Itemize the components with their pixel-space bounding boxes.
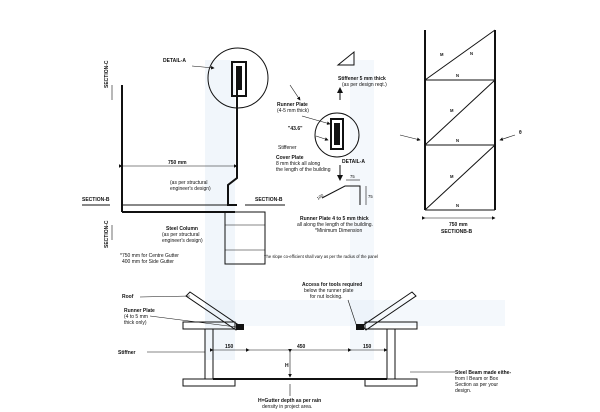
cover-plate-note1: 8 mm thick all along	[276, 161, 320, 167]
access-note-line1: Access for tools required	[302, 282, 362, 288]
steel-column-note2: engineer's design)	[162, 238, 203, 244]
angle-label: "43.6"	[288, 126, 303, 132]
gutter-assembly-view	[139, 291, 455, 396]
steel-column-label: Steel Column	[166, 226, 198, 232]
section-c-top-label: SECTION-C	[104, 60, 110, 88]
truss-section-label: SECTIONB-B	[441, 229, 473, 235]
roof-label: Roof	[122, 294, 134, 300]
runner-plate-bottom-label: Runner Plate	[124, 308, 155, 314]
dimension-150-left: 150	[225, 344, 234, 350]
watermark-bar-left	[205, 60, 235, 360]
truss-label-n2: N	[456, 138, 459, 143]
truss-label-n1: N	[456, 73, 459, 78]
runner-note-line3: *Minimum Dimension	[315, 228, 362, 234]
dimension-150-right: 150	[363, 344, 372, 350]
slope-note: The slope co-efficient shall vary as per…	[264, 254, 378, 259]
truss-label-m2: M	[450, 108, 454, 113]
runner-note-line1: Runner Plate 4 to 5 mm thick	[300, 216, 369, 222]
truss-label-n3: N	[456, 203, 459, 208]
runner-plate-label: Runner Plate	[277, 102, 308, 108]
footnote-centre-gutter: *750 mm for Centre Gutter	[120, 253, 179, 259]
dimension-100: 100	[316, 192, 325, 200]
gutter-depth-note1: H=Gutter depth as per rain	[258, 398, 321, 404]
truss-section-b-b	[399, 29, 516, 220]
gutter-depth-note2: density in project area.	[262, 404, 312, 410]
truss-dimension-750: 750 mm	[449, 222, 468, 228]
theta-label: θ	[519, 130, 522, 136]
cover-plate-label: Cover Plate	[276, 155, 304, 161]
steel-beam-note1: Steel Beam made eithe-	[455, 370, 511, 376]
dimension-450: 450	[297, 344, 306, 350]
stiffener-label: Stiffener	[278, 145, 297, 151]
detail-a-callout: DETAIL-A	[163, 58, 186, 64]
section-b-left-label: SECTION-B	[82, 197, 110, 203]
section-b-right-label: SECTION-B	[255, 197, 283, 203]
gutter-section-view	[82, 47, 285, 265]
dimension-750: 750 mm	[168, 160, 187, 166]
structural-note-line1: (as per structural	[170, 180, 208, 186]
runner-plate-bottom-note1: (4 to 5 mm	[124, 314, 148, 320]
truss-label-m3: M	[450, 174, 454, 179]
detail-a-view	[289, 50, 367, 205]
cover-plate-note2: the length of the building	[276, 167, 331, 173]
stiffener-triangle	[336, 50, 355, 66]
steel-column	[224, 211, 266, 265]
detail-a-enlarged-circle	[314, 112, 360, 158]
runner-plate-bottom-note2: thick only)	[124, 320, 147, 326]
watermark-bar-mid	[350, 60, 374, 360]
detail-a-circle	[207, 47, 269, 109]
detail-a-label: DETAIL-A	[342, 159, 365, 165]
runner-plate-thickness: (4-5 mm thick)	[277, 108, 309, 114]
truss-label-m1: M	[440, 52, 444, 57]
runner-note-line2: all along the length of the building.	[297, 222, 373, 228]
access-note-line2: below the runner plate	[304, 288, 354, 294]
steel-beam-note3: Section as per your	[455, 382, 498, 388]
dimension-75-top: 75	[350, 174, 355, 179]
steel-beam-note2: from I Beam or Box	[455, 376, 499, 382]
dimension-75-side: 75	[368, 194, 373, 199]
footnote-side-gutter: 400 mm for Side Gutter	[122, 259, 174, 265]
truss-label-n-top: N	[470, 51, 473, 56]
stiffner-label: Stiffner	[118, 350, 136, 356]
access-note-line3: for nut locking.	[310, 294, 343, 300]
height-label: H	[285, 363, 289, 369]
steel-beam-note4: design.	[455, 388, 471, 394]
section-c-bottom-label: SECTION-C	[104, 220, 110, 248]
steel-column-note1: (as per structural	[162, 232, 200, 238]
stiffener-note-line1: Stiffener 5 mm thick	[338, 76, 386, 82]
stiffener-note-line2: (as per design reqt.)	[342, 82, 387, 88]
structural-note-line2: engineer's design)	[170, 186, 211, 192]
